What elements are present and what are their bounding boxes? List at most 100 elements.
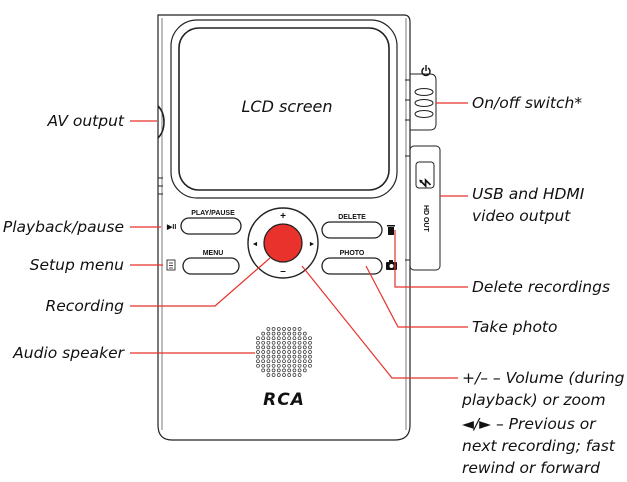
speaker-hole xyxy=(287,345,292,350)
speaker-hole xyxy=(292,327,297,331)
speaker-hole xyxy=(308,359,312,364)
hd-out-label: HD OUT xyxy=(422,205,429,233)
speaker-hole xyxy=(276,345,281,350)
speaker-hole xyxy=(302,359,307,364)
speaker-hole xyxy=(287,354,292,359)
speaker-hole xyxy=(282,340,286,345)
callout-audio-speaker: Audio speaker xyxy=(13,344,124,362)
lcd-screen-label: LCD screen xyxy=(241,97,332,116)
speaker-hole xyxy=(261,331,266,336)
speaker-hole xyxy=(276,359,281,364)
photo-label: PHOTO xyxy=(340,250,365,257)
usb-icon: ⭍ xyxy=(418,178,432,188)
rca-logo: RCA xyxy=(263,390,305,410)
callout-prev-next-line1: ◄/► – Previous or xyxy=(462,415,596,433)
play-pause-label: PLAY/PAUSE xyxy=(191,210,235,217)
delete-button[interactable] xyxy=(321,221,383,239)
callout-delete-recordings: Delete recordings xyxy=(472,278,611,296)
callout-on-off-switch: On/off switch* xyxy=(472,94,583,112)
speaker-hole xyxy=(292,345,297,350)
av-output-port xyxy=(157,105,165,139)
speaker-hole xyxy=(287,327,292,331)
speaker-hole xyxy=(261,345,266,350)
plus-symbol: + xyxy=(280,211,286,222)
menu-button[interactable] xyxy=(182,257,240,275)
callout-usb-hdmi-line1: USB and HDMI xyxy=(472,185,585,203)
speaker-hole xyxy=(292,363,297,368)
power-switch[interactable] xyxy=(410,73,437,131)
speaker-hole xyxy=(276,331,281,336)
speaker-hole xyxy=(297,350,302,354)
camera-icon xyxy=(386,260,397,270)
speaker-hole xyxy=(287,331,292,336)
photo-button[interactable] xyxy=(321,257,383,275)
speaker-hole xyxy=(302,331,307,336)
speaker-hole xyxy=(297,340,302,345)
speaker-hole xyxy=(276,336,281,341)
speaker-hole xyxy=(276,350,281,354)
speaker-hole xyxy=(287,336,292,341)
minus-symbol: – xyxy=(280,266,286,277)
speaker-hole xyxy=(256,340,260,345)
speaker-hole xyxy=(287,350,292,354)
trash-icon xyxy=(387,225,395,235)
speaker-hole xyxy=(297,336,302,341)
speaker-hole xyxy=(308,363,312,368)
speaker-hole xyxy=(256,354,260,359)
speaker-hole xyxy=(261,363,266,368)
speaker-hole xyxy=(276,354,281,359)
speaker-hole xyxy=(282,345,286,350)
speaker-hole xyxy=(282,331,286,336)
callout-volume-line1: +/– – Volume (during xyxy=(462,369,625,387)
speaker-hole xyxy=(256,345,260,350)
right-arrow: ► xyxy=(309,241,316,248)
speaker-hole xyxy=(292,359,297,364)
speaker-hole xyxy=(261,359,266,364)
speaker-hole xyxy=(276,363,281,368)
speaker-hole xyxy=(308,336,312,341)
speaker-hole xyxy=(271,373,276,377)
speaker-hole xyxy=(261,350,266,354)
callout-av-output: AV output xyxy=(47,112,125,130)
speaker-hole xyxy=(282,327,286,331)
leader-lines xyxy=(130,102,468,379)
callout-recording: Recording xyxy=(45,297,125,315)
speaker-hole xyxy=(256,350,260,354)
speaker-hole xyxy=(287,363,292,368)
record-button[interactable] xyxy=(263,223,303,263)
speaker-hole xyxy=(308,340,312,345)
speaker-hole xyxy=(297,363,302,368)
speaker-hole xyxy=(271,327,276,331)
speaker-hole xyxy=(308,345,312,350)
callout-prev-next-line2: next recording; fast xyxy=(462,437,615,455)
speaker-hole xyxy=(261,368,266,373)
speaker-hole xyxy=(302,345,307,350)
speaker-hole xyxy=(266,368,271,373)
speaker-hole xyxy=(297,368,302,373)
speaker-hole xyxy=(261,336,266,341)
speaker-hole xyxy=(271,336,276,341)
menu-icon xyxy=(166,259,176,271)
speaker-hole xyxy=(271,359,276,364)
speaker-hole xyxy=(282,359,286,364)
speaker-hole xyxy=(271,345,276,350)
speaker-hole xyxy=(302,354,307,359)
speaker-hole xyxy=(271,340,276,345)
speaker-hole xyxy=(266,359,271,364)
speaker-hole xyxy=(302,368,307,373)
speaker-hole xyxy=(266,363,271,368)
play-pause-button[interactable] xyxy=(180,217,242,235)
speaker-hole xyxy=(292,331,297,336)
speaker-hole xyxy=(276,373,281,377)
usb-hdmi-door[interactable] xyxy=(409,145,441,271)
speaker-hole xyxy=(256,336,260,341)
speaker-hole xyxy=(282,350,286,354)
speaker-hole xyxy=(271,350,276,354)
menu-label: MENU xyxy=(203,250,224,257)
speaker-hole xyxy=(266,350,271,354)
speaker-hole xyxy=(271,368,276,373)
speaker-hole xyxy=(292,340,297,345)
speaker-hole xyxy=(292,368,297,373)
speaker-hole xyxy=(266,331,271,336)
callout-usb-hdmi-line2: video output xyxy=(472,207,571,225)
